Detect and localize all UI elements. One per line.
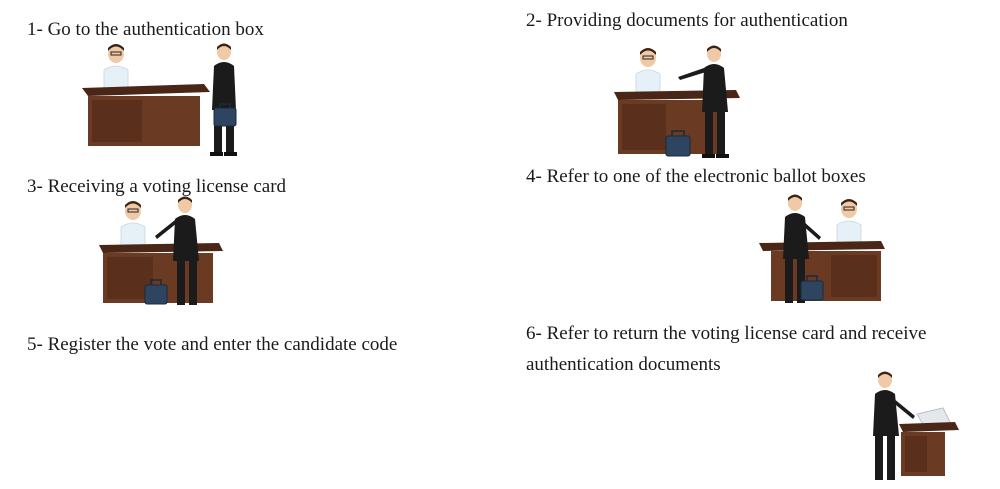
step-4-label: 4- Refer to one of the electronic ballot…: [526, 166, 866, 187]
voter-figure: [210, 43, 237, 156]
step-6-illustration: [873, 371, 959, 480]
voter-figure: [873, 371, 915, 480]
step-6-label-line-1: 6- Refer to return the voting license ca…: [526, 323, 927, 344]
briefcase-icon: [800, 275, 824, 301]
desk: [82, 84, 210, 146]
voter-figure: [783, 194, 821, 303]
desk: [614, 90, 740, 154]
step-2-illustration: [614, 45, 740, 158]
clerk-figure: [103, 44, 129, 91]
clerk-figure: [120, 201, 146, 248]
briefcase-icon: [213, 103, 237, 127]
briefcase-icon: [144, 279, 168, 305]
step-3-label: 3- Receiving a voting license card: [27, 176, 287, 197]
clerk-figure: [836, 199, 862, 246]
step-3-illustration: [99, 196, 223, 305]
voter-figure: [155, 196, 199, 305]
step-4-illustration: [759, 194, 885, 303]
desk: [899, 422, 959, 476]
step-2-label: 2- Providing documents for authenticatio…: [526, 10, 848, 31]
step-1-label: 1- Go to the authentication box: [27, 19, 264, 40]
clerk-figure: [635, 48, 661, 95]
step-1-illustration: [82, 43, 237, 156]
briefcase-icon: [665, 130, 691, 157]
voter-figure: [678, 45, 729, 158]
step-6-label-line-2: authentication documents: [526, 354, 721, 375]
step-5-label: 5- Register the vote and enter the candi…: [27, 334, 398, 355]
